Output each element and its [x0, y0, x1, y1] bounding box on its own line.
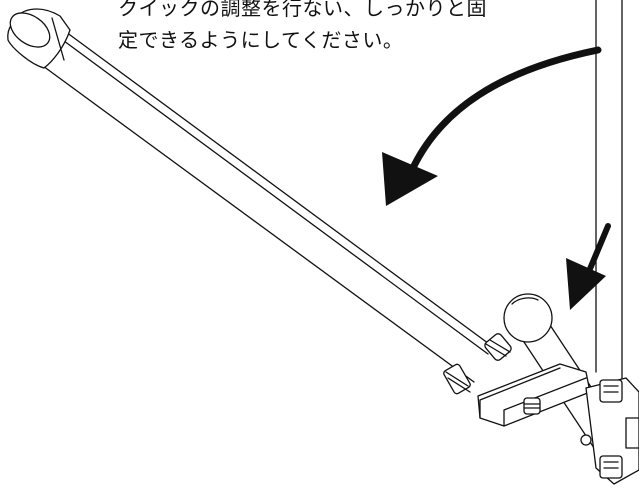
- lower-mount: [580, 377, 639, 485]
- straight-arrow-icon: [566, 223, 611, 310]
- caption-line-2: 定できるようにしてください。: [118, 28, 404, 52]
- caption-line-1: クイックの調整を行ない、しっかりと固: [118, 0, 487, 20]
- instruction-caption: クイックの調整を行ない、しっかりと固 定できるようにしてください。: [118, 0, 558, 56]
- curved-arrow-icon: [382, 46, 602, 206]
- clamp-bracket: [443, 333, 591, 427]
- stand-tube: [595, 0, 623, 381]
- boom-arm: [7, 8, 501, 383]
